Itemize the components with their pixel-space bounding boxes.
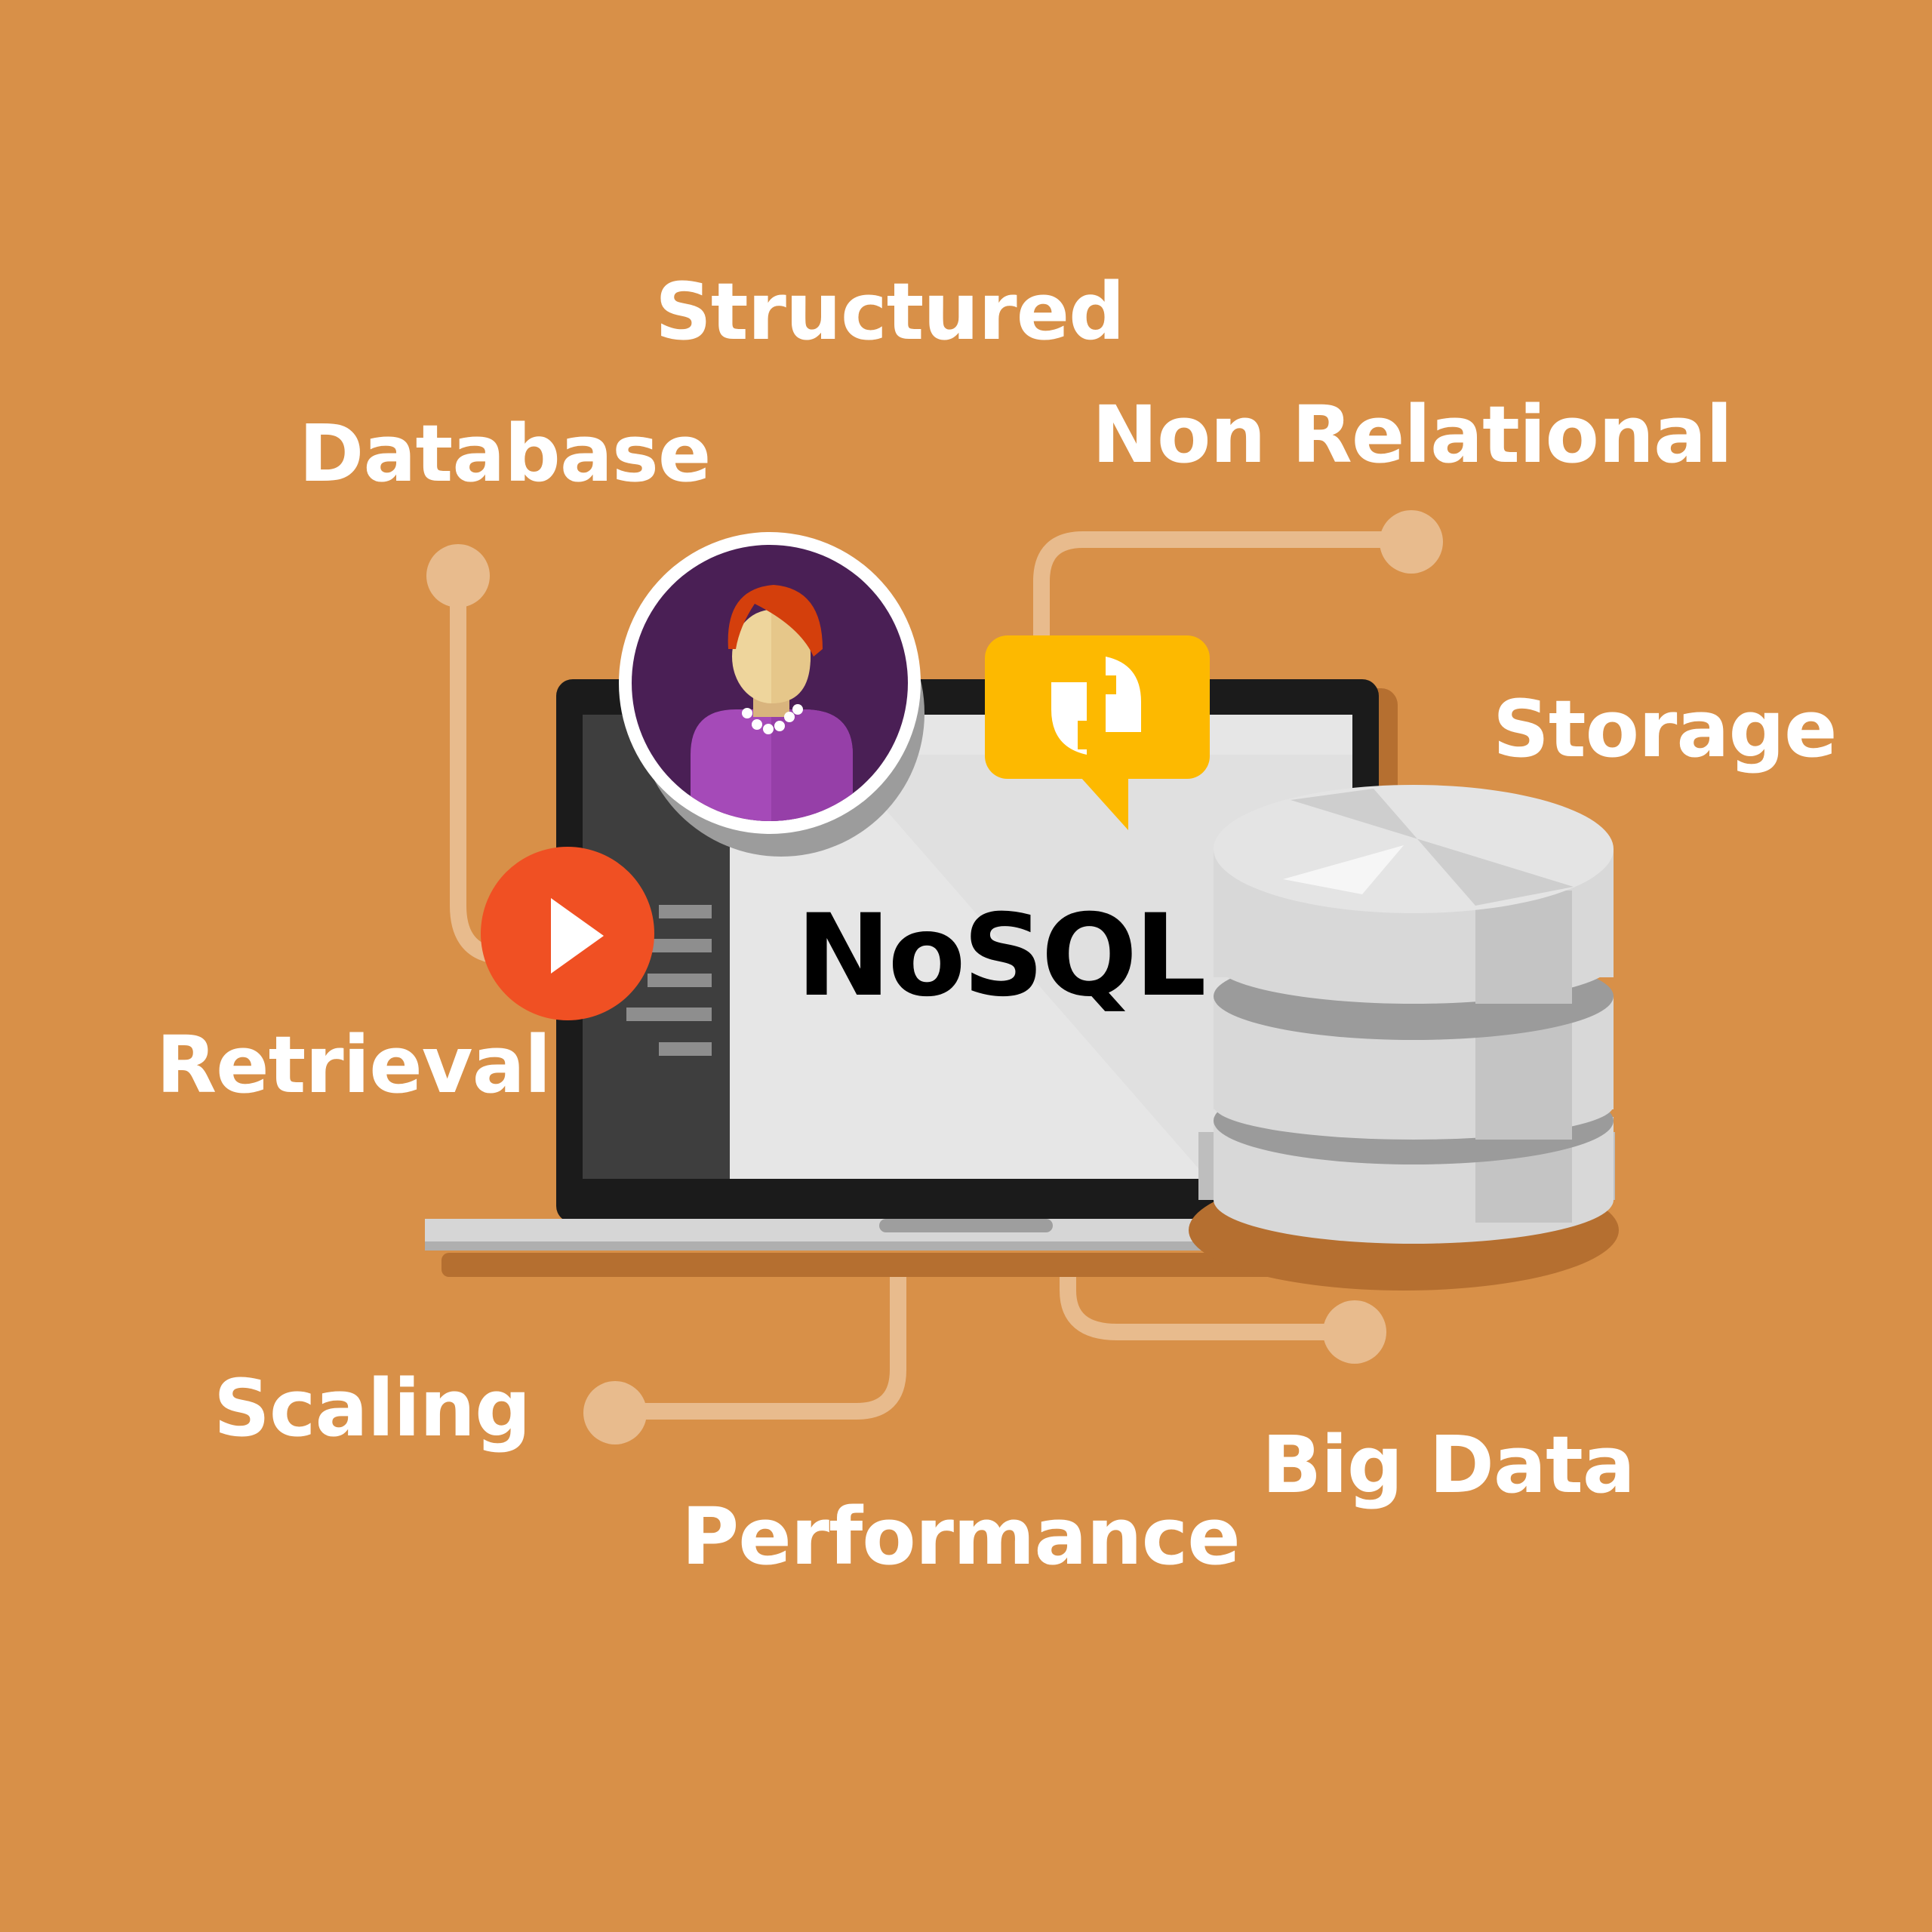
label-storage: Storage: [1493, 683, 1838, 775]
label-performance: Performance: [681, 1491, 1241, 1583]
label-big-data: Big Data: [1262, 1419, 1635, 1511]
avatar-icon: [619, 532, 924, 857]
connector-dots: [426, 510, 1443, 1444]
label-retrieval: Retrieval: [156, 1019, 551, 1111]
label-scaling: Scaling: [214, 1362, 531, 1454]
play-icon: [481, 847, 654, 1020]
label-database: Database: [299, 408, 711, 500]
chat-bubble-icon: [985, 635, 1210, 830]
nosql-title: NoSQL: [796, 891, 1207, 1022]
database-icon: [1189, 785, 1619, 1291]
label-non-relational: Non Relational: [1092, 389, 1733, 481]
label-structured: Structured: [655, 266, 1125, 358]
